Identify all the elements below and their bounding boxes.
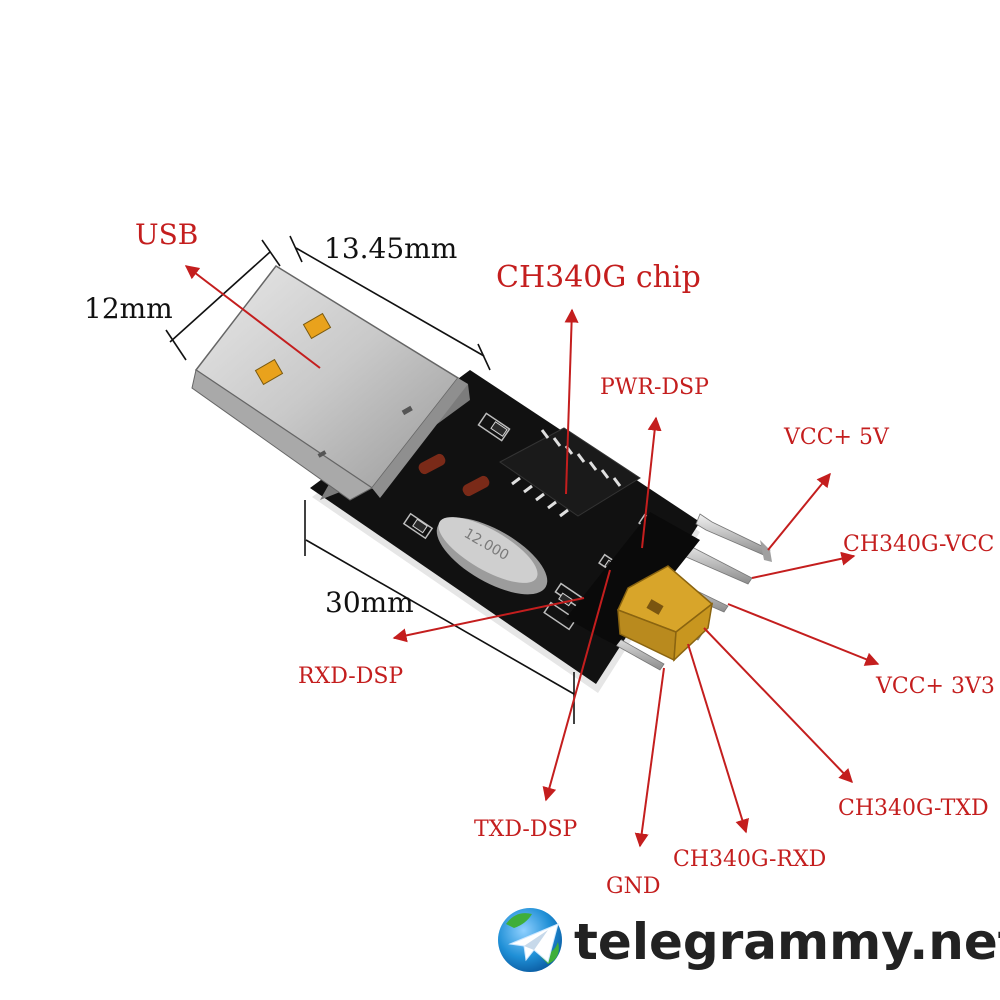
usb-window-1 <box>302 312 332 340</box>
arrow-ch340g-vcc <box>751 551 856 579</box>
label-ch340g-vcc: CH340G-VCC <box>843 532 994 557</box>
label-vcc-3v3: VCC+ 3V3 <box>875 674 995 699</box>
crystal-oscillator: 12.000 <box>436 517 548 595</box>
arrow-usb <box>184 265 321 369</box>
arrow-gnd <box>634 667 665 848</box>
arrow-vcc-3v3 <box>727 603 880 666</box>
jumper-cap <box>616 565 714 662</box>
label-txd-dsp: TXD-DSP <box>474 817 578 842</box>
label-pwr-dsp: PWR-DSP <box>600 375 709 400</box>
ch340g-chip <box>499 427 641 518</box>
label-chip: CH340G chip <box>496 260 701 295</box>
telegram-globe-icon <box>498 908 562 972</box>
annotation-arrows <box>184 265 880 848</box>
label-gnd: GND <box>606 874 660 899</box>
label-usb: USB <box>135 218 198 251</box>
label-rxd-dsp: RXD-DSP <box>298 664 403 689</box>
watermark: telegrammy.net <box>498 908 1000 972</box>
watermark-text: telegrammy.net <box>574 913 1000 971</box>
arrow-pwr-dsp <box>641 416 662 549</box>
label-ch340g-rxd: CH340G-RXD <box>673 847 826 872</box>
label-dim-plug: 13.45mm <box>324 232 457 265</box>
label-ch340g-txd: CH340G-TXD <box>838 796 989 821</box>
label-dim-length: 30mm <box>325 586 414 619</box>
ch340g-board: 12.000 <box>191 265 772 693</box>
label-dim-width: 12mm <box>84 292 173 325</box>
usb-window-2 <box>254 358 284 386</box>
label-vcc-5v: VCC+ 5V <box>783 425 890 450</box>
usb-plug <box>191 265 470 501</box>
arrow-rxd-dsp <box>392 597 585 643</box>
arrow-vcc-5v <box>767 472 831 551</box>
arrow-chip <box>564 308 579 495</box>
arrow-ch340g-rxd <box>687 643 749 834</box>
arrow-txd-dsp <box>542 569 611 802</box>
arrow-ch340g-txd <box>703 627 853 784</box>
